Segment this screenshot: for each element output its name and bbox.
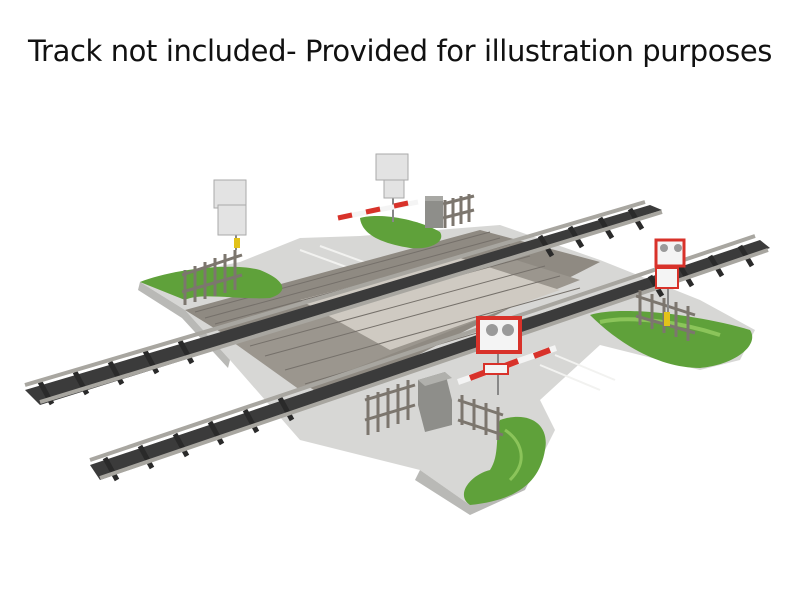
caption: Track not included- Provided for illustr… <box>28 34 772 68</box>
sign-post-top <box>375 153 409 222</box>
warning-sign-front <box>476 316 522 395</box>
plank-surface <box>185 230 600 400</box>
fence-right <box>635 290 696 341</box>
fence-top <box>442 194 475 228</box>
fence-left <box>181 250 243 305</box>
barrier-top <box>337 199 419 221</box>
track-upper <box>24 200 663 406</box>
control-cabinet-top <box>425 196 443 228</box>
fence-front <box>364 380 504 440</box>
control-cabinet-front <box>418 372 452 432</box>
sign-post-left <box>213 179 247 250</box>
warning-sign-right <box>654 238 686 326</box>
